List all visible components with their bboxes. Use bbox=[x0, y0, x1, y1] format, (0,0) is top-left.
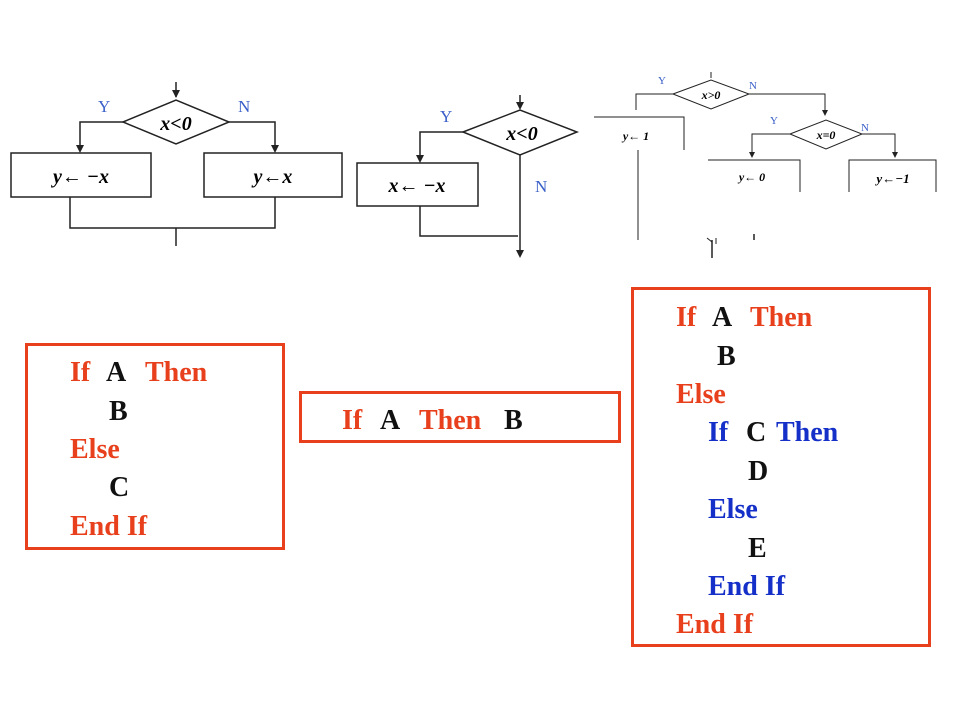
flowcharts-canvas: x<0 Y N y← −x y←x x<0 Y N x← −x x>0 Y N bbox=[10, 72, 937, 258]
condition-c: C bbox=[746, 417, 767, 448]
code-box-if-then-else: If A Then B Else C End If bbox=[25, 343, 285, 550]
keyword-inner-then: Then bbox=[776, 417, 839, 448]
statement-c: C bbox=[109, 472, 130, 503]
decision-diamond bbox=[460, 109, 580, 156]
no-label: N bbox=[238, 97, 250, 116]
process-outer-yes-text: y← 1 bbox=[621, 129, 649, 143]
keyword-if: If bbox=[342, 405, 363, 436]
process-box-yes bbox=[10, 152, 152, 198]
condition-a: A bbox=[106, 357, 127, 388]
keyword-then: Then bbox=[750, 302, 813, 333]
process-inner-no-text: y←−1 bbox=[874, 171, 909, 186]
yes-inner-label: Y bbox=[770, 115, 778, 127]
process-box-no bbox=[203, 152, 343, 198]
no-inner-label: N bbox=[861, 122, 869, 134]
keyword-then: Then bbox=[145, 357, 208, 388]
process-box-inner-yes bbox=[708, 159, 801, 192]
keyword-end-if: End If bbox=[676, 609, 754, 640]
yes-label: Y bbox=[98, 97, 110, 116]
no-label: N bbox=[535, 177, 547, 196]
keyword-else: Else bbox=[70, 434, 120, 465]
condition-text: x<0 bbox=[505, 123, 537, 145]
keyword-inner-end-if: End If bbox=[708, 571, 786, 602]
keyword-then: Then bbox=[419, 405, 482, 436]
statement-b: B bbox=[504, 405, 523, 436]
keyword-end-if: End If bbox=[70, 511, 148, 542]
statement-b: B bbox=[109, 396, 128, 427]
keyword-inner-if: If bbox=[708, 417, 729, 448]
condition-a: A bbox=[712, 302, 733, 333]
process-text-yes: x← −x bbox=[387, 175, 445, 197]
no-outer-label: N bbox=[749, 80, 757, 92]
yes-label: Y bbox=[440, 107, 452, 126]
keyword-if: If bbox=[70, 357, 91, 388]
condition-text: x<0 bbox=[159, 113, 191, 135]
condition-inner-text: x=0 bbox=[816, 128, 836, 142]
keyword-else: Else bbox=[676, 379, 726, 410]
process-text-yes: y← −x bbox=[51, 166, 109, 188]
keyword-if: If bbox=[676, 302, 697, 333]
yes-outer-label: Y bbox=[658, 75, 666, 87]
process-box-outer-yes bbox=[594, 116, 685, 150]
statement-d: D bbox=[748, 456, 769, 487]
flowchart-if-then: x<0 Y N x← −x bbox=[356, 95, 580, 258]
condition-a: A bbox=[380, 405, 401, 436]
flowchart-nested-if: x>0 Y N y← 1 x=0 Y N y← 0 y←−1 bbox=[594, 72, 937, 258]
statement-e: E bbox=[748, 533, 767, 564]
statement-b: B bbox=[717, 341, 736, 372]
condition-outer-text: x>0 bbox=[701, 88, 721, 102]
process-box-yes bbox=[356, 162, 479, 207]
keyword-inner-else: Else bbox=[708, 494, 758, 525]
code-box-if-then: If A Then B bbox=[299, 391, 621, 443]
process-text-no: y←x bbox=[252, 166, 293, 188]
flowchart-if-then-else: x<0 Y N y← −x y←x bbox=[10, 82, 343, 246]
code-box-nested-if: If A Then B Else If C Then D Else E End … bbox=[631, 287, 931, 647]
process-box-inner-no bbox=[848, 159, 937, 192]
process-inner-yes-text: y← 0 bbox=[737, 170, 765, 184]
